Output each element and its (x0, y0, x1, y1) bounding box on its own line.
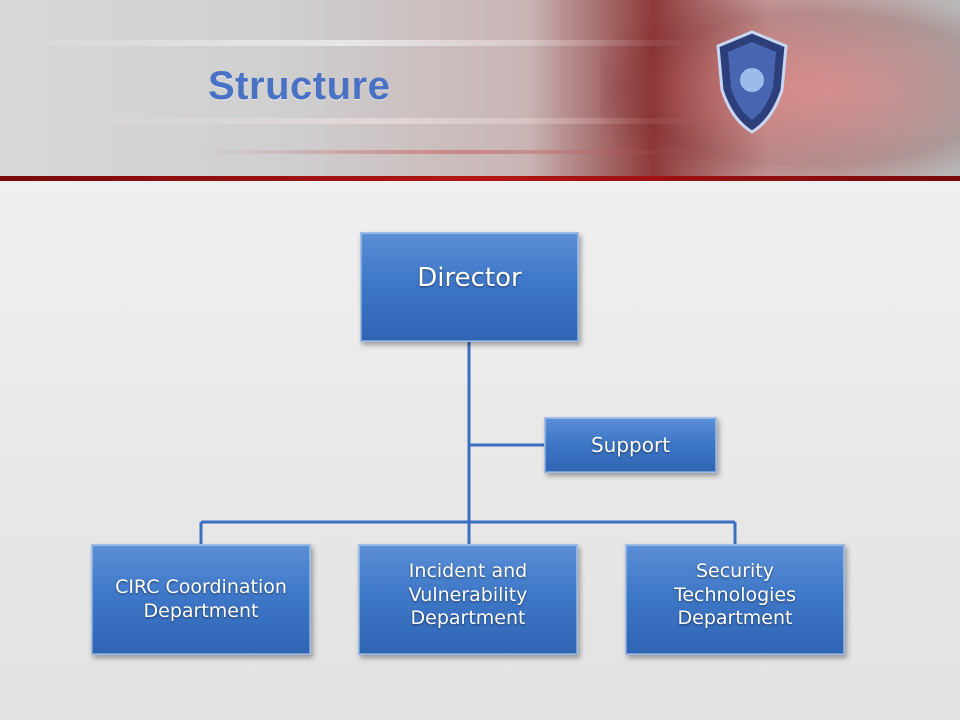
department-label: Security Technologies Department (673, 559, 797, 630)
department-label: CIRC Coordination Department (115, 575, 287, 622)
banner-divider (0, 176, 960, 181)
department-label: Incident and Vulnerability Department (408, 559, 528, 630)
shield-icon (716, 30, 788, 134)
support-label: Support (590, 432, 671, 457)
director-label: Director (417, 262, 522, 293)
banner-streak (60, 118, 700, 124)
support-box: Support (544, 417, 717, 473)
department-box-security-technologies: Security Technologies Department (625, 544, 845, 655)
director-box: Director (360, 232, 579, 342)
banner-streak (0, 40, 700, 46)
header-banner (0, 0, 960, 178)
department-box-circ-coordination: CIRC Coordination Department (91, 544, 311, 655)
department-box-incident-vulnerability: Incident and Vulnerability Department (358, 544, 578, 655)
banner-streak (200, 150, 720, 154)
slide-title: Structure (208, 64, 391, 108)
